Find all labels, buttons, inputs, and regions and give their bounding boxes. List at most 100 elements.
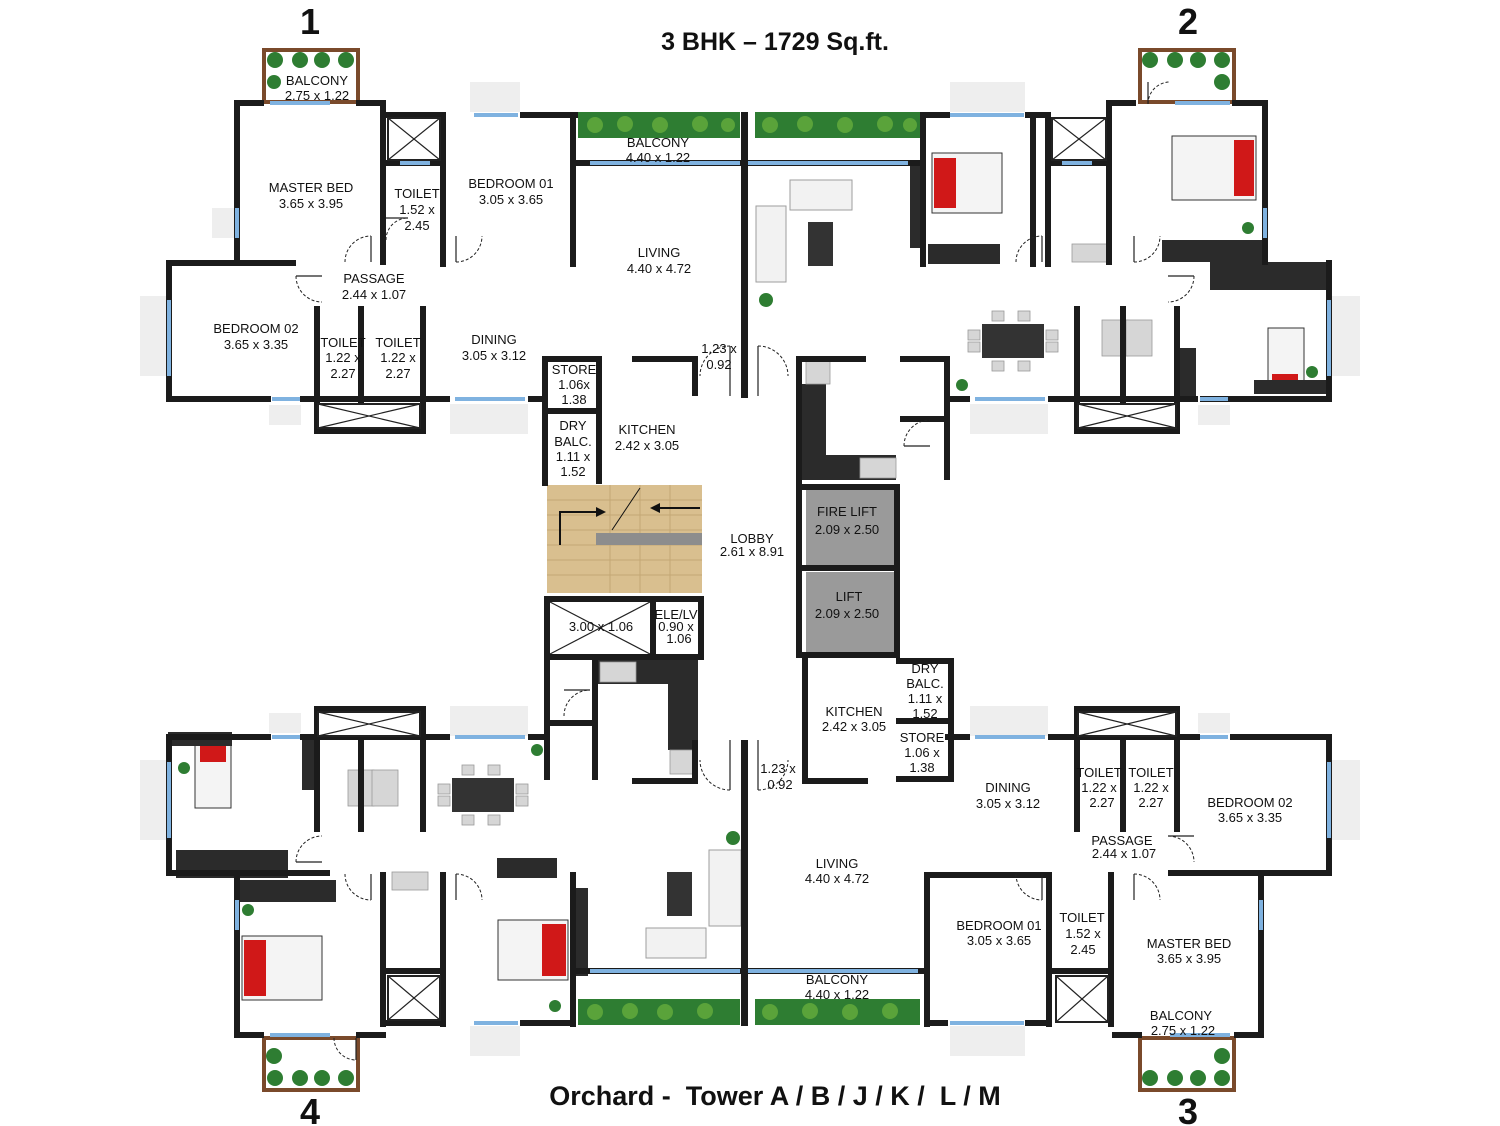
flat1-bedroom02-size: 3.65 x 3.35 — [224, 337, 288, 352]
flat3-balcony-label: BALCONY — [1150, 1008, 1212, 1023]
flat3-living-label: LIVING — [816, 856, 859, 871]
flat3-toilet-a-size1: 1.52 x — [1065, 926, 1101, 941]
flat1-living-balcony-size: 4.40 x 1.22 — [626, 150, 690, 165]
flat3-toilet-a-label: TOILET — [1059, 910, 1104, 925]
core — [547, 485, 894, 652]
lobby-label: LOBBY — [730, 531, 774, 546]
flat1-bedroom01-size: 3.05 x 3.65 — [479, 192, 543, 207]
flat3-living-size: 4.40 x 4.72 — [805, 871, 869, 886]
flat3-toilet-b-size2: 2.27 — [1089, 795, 1114, 810]
flat1-entry-size2: 0.92 — [706, 357, 731, 372]
flat1-dry-balc-size1: 1.11 x — [556, 449, 591, 464]
flat1-passage-size: 2.44 x 1.07 — [342, 287, 406, 302]
flat1-toilet-a-size1: 1.52 x — [399, 202, 435, 217]
flat1-store-label: STORE — [552, 362, 597, 377]
flat3-toilet-c-size2: 2.27 — [1138, 795, 1163, 810]
flat1-master-bed-label: MASTER BED — [269, 180, 354, 195]
flat1-balcony-label: BALCONY — [286, 73, 348, 88]
flat3-master-bed-size: 3.65 x 3.95 — [1157, 951, 1221, 966]
flat-number-2: 2 — [1178, 1, 1198, 42]
flat1-toilet-b-size1: 1.22 x — [325, 350, 361, 365]
flat3-store-label: STORE — [900, 730, 945, 745]
windows — [167, 101, 1331, 1037]
flat1-master-bed-size: 3.65 x 3.95 — [279, 196, 343, 211]
flat-number-1: 1 — [300, 1, 320, 42]
flat3-entry-size1: 1.23 x — [760, 761, 796, 776]
flat1-kitchen-label: KITCHEN — [618, 422, 675, 437]
flat1-dry-balc-label2: BALC. — [554, 434, 592, 449]
flat3-dry-balc-size2: 1.52 — [912, 706, 937, 721]
flat-number-4: 4 — [300, 1091, 320, 1126]
flat1-toilet-a-size2: 2.45 — [404, 218, 429, 233]
flat1-living-balcony-label: BALCONY — [627, 135, 689, 150]
flat1-kitchen-size: 2.42 x 3.05 — [615, 438, 679, 453]
shaft-size: 3.00 x 1.06 — [569, 619, 633, 634]
flat3-toilet-b-label: TOILET — [1076, 765, 1121, 780]
flat1-bedroom02-label: BEDROOM 02 — [213, 321, 298, 336]
ele-lv-size2: 1.06 — [666, 631, 691, 646]
doors — [295, 81, 1195, 1061]
ele-lv-size1: 0.90 x — [658, 619, 694, 634]
core-labels: LOBBY 2.61 x 8.91 FIRE LIFT 2.09 x 2.50 … — [569, 504, 879, 646]
walls — [166, 100, 1332, 1038]
flat3-store-size2: 1.38 — [909, 760, 934, 775]
flat1-dry-balc-size2: 1.52 — [560, 464, 585, 479]
flat1-toilet-a-label: TOILET — [394, 186, 439, 201]
flat3-kitchen-size: 2.42 x 3.05 — [822, 719, 886, 734]
lift-label: LIFT — [836, 589, 863, 604]
flat1-balcony-size: 2.75 x 1.22 — [285, 88, 349, 103]
flat1-dining-label: DINING — [471, 332, 517, 347]
flat3-bedroom01-label: BEDROOM 01 — [956, 918, 1041, 933]
flat1-toilet-c-size2: 2.27 — [385, 366, 410, 381]
flat1-toilet-c-size1: 1.22 x — [380, 350, 416, 365]
ele-lv-label: ELE/LV — [654, 607, 697, 622]
flat1-toilet-b-size2: 2.27 — [330, 366, 355, 381]
shafts — [317, 117, 1177, 1023]
flat3-bedroom02-size: 3.65 x 3.35 — [1218, 810, 1282, 825]
flat3-entry-size2: 0.92 — [767, 777, 792, 792]
flat-1-labels: BALCONY 2.75 x 1.22 MASTER BED 3.65 x 3.… — [213, 73, 737, 479]
flat1-dining-size: 3.05 x 3.12 — [462, 348, 526, 363]
flat3-passage-size: 2.44 x 1.07 — [1092, 846, 1156, 861]
flat1-store-size1: 1.06x — [558, 377, 590, 392]
flat3-dry-balc-label2: BALC. — [906, 676, 944, 691]
plan-title: 3 BHK – 1729 Sq.ft. — [661, 28, 889, 56]
balcony-planters — [178, 48, 1318, 1092]
flat3-store-size1: 1.06 x — [904, 745, 940, 760]
flat1-passage-label: PASSAGE — [343, 271, 405, 286]
flat-number-3: 3 — [1178, 1091, 1198, 1126]
flat3-dry-balc-label: DRY — [911, 661, 939, 676]
flat3-toilet-c-size1: 1.22 x — [1133, 780, 1169, 795]
fire-lift-label: FIRE LIFT — [817, 504, 877, 519]
flat3-dining-size: 3.05 x 3.12 — [976, 796, 1040, 811]
flat3-toilet-c-label: TOILET — [1128, 765, 1173, 780]
flat3-master-bed-label: MASTER BED — [1147, 936, 1232, 951]
flat1-entry-size1: 1.23 x — [701, 341, 737, 356]
flat-3-labels: DRY BALC. 1.11 x 1.52 KITCHEN 2.42 x 3.0… — [760, 661, 1292, 1038]
flat3-dining-label: DINING — [985, 780, 1031, 795]
furniture — [168, 135, 1328, 1001]
flat1-toilet-b-label: TOILET — [320, 335, 365, 350]
fire-lift-size: 2.09 x 2.50 — [815, 522, 879, 537]
lobby-size: 2.61 x 8.91 — [720, 544, 784, 559]
flat3-toilet-a-size2: 2.45 — [1070, 942, 1095, 957]
flat3-living-balcony-size: 4.40 x 1.22 — [805, 987, 869, 1002]
flat1-bedroom01-label: BEDROOM 01 — [468, 176, 553, 191]
flat3-living-balcony-label: BALCONY — [806, 972, 868, 987]
flat3-kitchen-label: KITCHEN — [825, 704, 882, 719]
flat1-store-size2: 1.38 — [561, 392, 586, 407]
exterior-shading — [140, 82, 1360, 1056]
tower-caption: Orchard - Tower A / B / J / K / L / M — [549, 1081, 1001, 1111]
flat3-balcony-size: 2.75 x 1.22 — [1151, 1023, 1215, 1038]
flat3-passage-label: PASSAGE — [1091, 833, 1153, 848]
flat1-toilet-c-label: TOILET — [375, 335, 420, 350]
lift-size: 2.09 x 2.50 — [815, 606, 879, 621]
flat1-dry-balc-label: DRY — [559, 418, 587, 433]
flat3-bedroom02-label: BEDROOM 02 — [1207, 795, 1292, 810]
flat3-bedroom01-size: 3.05 x 3.65 — [967, 933, 1031, 948]
flat1-living-size: 4.40 x 4.72 — [627, 261, 691, 276]
flat3-dry-balc-size1: 1.11 x — [908, 691, 943, 706]
flat1-living-label: LIVING — [638, 245, 681, 260]
flat3-toilet-b-size1: 1.22 x — [1081, 780, 1117, 795]
